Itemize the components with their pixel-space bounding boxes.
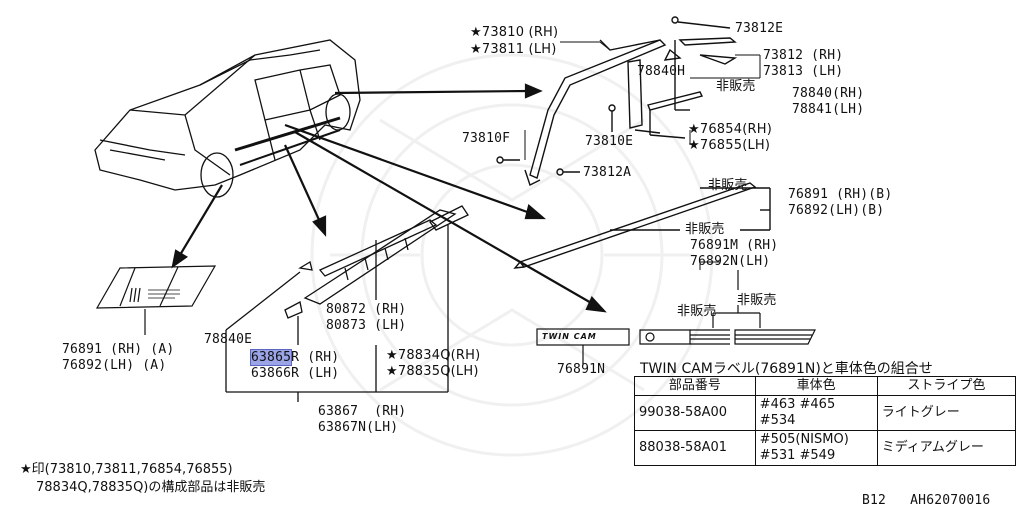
cell-body-color: #463 #465#534 xyxy=(754,395,878,431)
body-color-line: #463 #465 xyxy=(759,397,836,412)
label-78840e: 78840E xyxy=(204,332,253,347)
label-hihanbai-5: 非販売 xyxy=(737,293,777,308)
cell-part: 88038-58A01 xyxy=(634,430,756,466)
label-76891n: 76891N xyxy=(557,362,606,377)
body-color-line: #531 #549 xyxy=(759,448,836,463)
label-76891-a: 76891 (RH) (A) xyxy=(62,342,175,357)
body-moulding-drawing xyxy=(225,205,469,402)
header-stripe-color: ストライプ色 xyxy=(876,376,1017,396)
decal-a-drawing xyxy=(95,265,217,335)
label-hihanbai-2: 非販売 xyxy=(708,178,748,193)
color-combination-table: 部品番号 車体色 ストライプ色 99038-58A00 #463 #465#53… xyxy=(634,376,1017,466)
label-78835q: ★78835Q(LH) xyxy=(386,364,479,379)
label-leaders xyxy=(524,41,761,270)
label-63865-rh: 63865R (RH) xyxy=(249,349,340,366)
cell-body-color: #505(NISMO)#531 #549 xyxy=(754,430,878,466)
label-63865-suffix: R (RH) xyxy=(291,350,340,365)
label-76854: ★76854(RH) xyxy=(688,122,772,137)
label-76892n: 76892N(LH) xyxy=(690,254,771,269)
label-76892-b: 76892(LH)(B) xyxy=(788,203,885,218)
label-hihanbai-4: 非販売 xyxy=(677,304,717,319)
twincam-label-drawing xyxy=(536,270,816,364)
label-76891-b: 76891 (RH)(B) xyxy=(788,187,893,202)
window-moulding-drawing xyxy=(496,16,738,186)
highlighted-part-number[interactable]: 63865 xyxy=(249,349,293,366)
label-76891m: 76891M (RH) xyxy=(690,238,779,253)
label-73812-rh: 73812 (RH) xyxy=(763,48,844,63)
label-80872: 80872 (RH) xyxy=(326,302,407,317)
label-73812e: 73812E xyxy=(735,21,784,36)
label-73812a: 73812A xyxy=(583,165,632,180)
leader-arrows xyxy=(171,83,607,313)
diagram-code: B12 AH62070016 xyxy=(862,493,991,508)
twincam-badge-text: TWIN CAM xyxy=(542,332,597,341)
label-63866r: 63866R (LH) xyxy=(251,366,340,381)
footnote-line-1: ★印(73810,73811,76854,76855) xyxy=(20,462,233,477)
body-color-line: #505(NISMO) xyxy=(759,432,849,447)
table-header-row: 部品番号 車体色 ストライプ色 xyxy=(634,376,1017,396)
label-hihanbai-1: 非販売 xyxy=(716,79,756,94)
label-78840-rh: 78840(RH) xyxy=(792,86,865,101)
table-caption: TWIN CAMラベル(76891N)と車体色の組合せ xyxy=(640,361,933,377)
header-part-number: 部品番号 xyxy=(634,376,756,396)
label-63867: 63867 (RH) xyxy=(318,404,407,419)
label-78840h: 78840H xyxy=(637,64,686,79)
body-color-line: #534 xyxy=(759,413,796,428)
footnote-line-2: 78834Q,78835Q)の構成部品は非販売 xyxy=(36,480,266,495)
label-78834q: ★78834Q(RH) xyxy=(386,348,481,363)
label-76855: ★76855(LH) xyxy=(688,138,771,153)
cell-stripe: ミディアムグレー xyxy=(876,430,1017,466)
watermark-emblem xyxy=(310,53,714,457)
label-63867n: 63867N(LH) xyxy=(318,420,399,435)
label-78841-lh: 78841(LH) xyxy=(792,102,865,117)
label-73811: ★73811 (LH) xyxy=(470,42,557,57)
table-row: 88038-58A01 #505(NISMO)#531 #549 ミディアムグレ… xyxy=(634,430,1017,466)
label-73810f: 73810F xyxy=(462,131,511,146)
label-76892-a: 76892(LH) (A) xyxy=(62,358,167,373)
label-hihanbai-3: 非販売 xyxy=(685,222,725,237)
header-body-color: 車体色 xyxy=(754,376,878,396)
label-73810: ★73810 (RH) xyxy=(470,25,559,40)
table-row: 99038-58A00 #463 #465#534 ライトグレー xyxy=(634,395,1017,431)
label-73810e: 73810E xyxy=(585,134,634,149)
side-stripe-drawing xyxy=(513,182,771,269)
cell-stripe: ライトグレー xyxy=(876,395,1017,431)
car-illustration xyxy=(94,39,361,198)
label-73813-lh: 73813 (LH) xyxy=(763,64,844,79)
label-80873: 80873 (LH) xyxy=(326,318,407,333)
cell-part: 99038-58A00 xyxy=(634,395,756,431)
